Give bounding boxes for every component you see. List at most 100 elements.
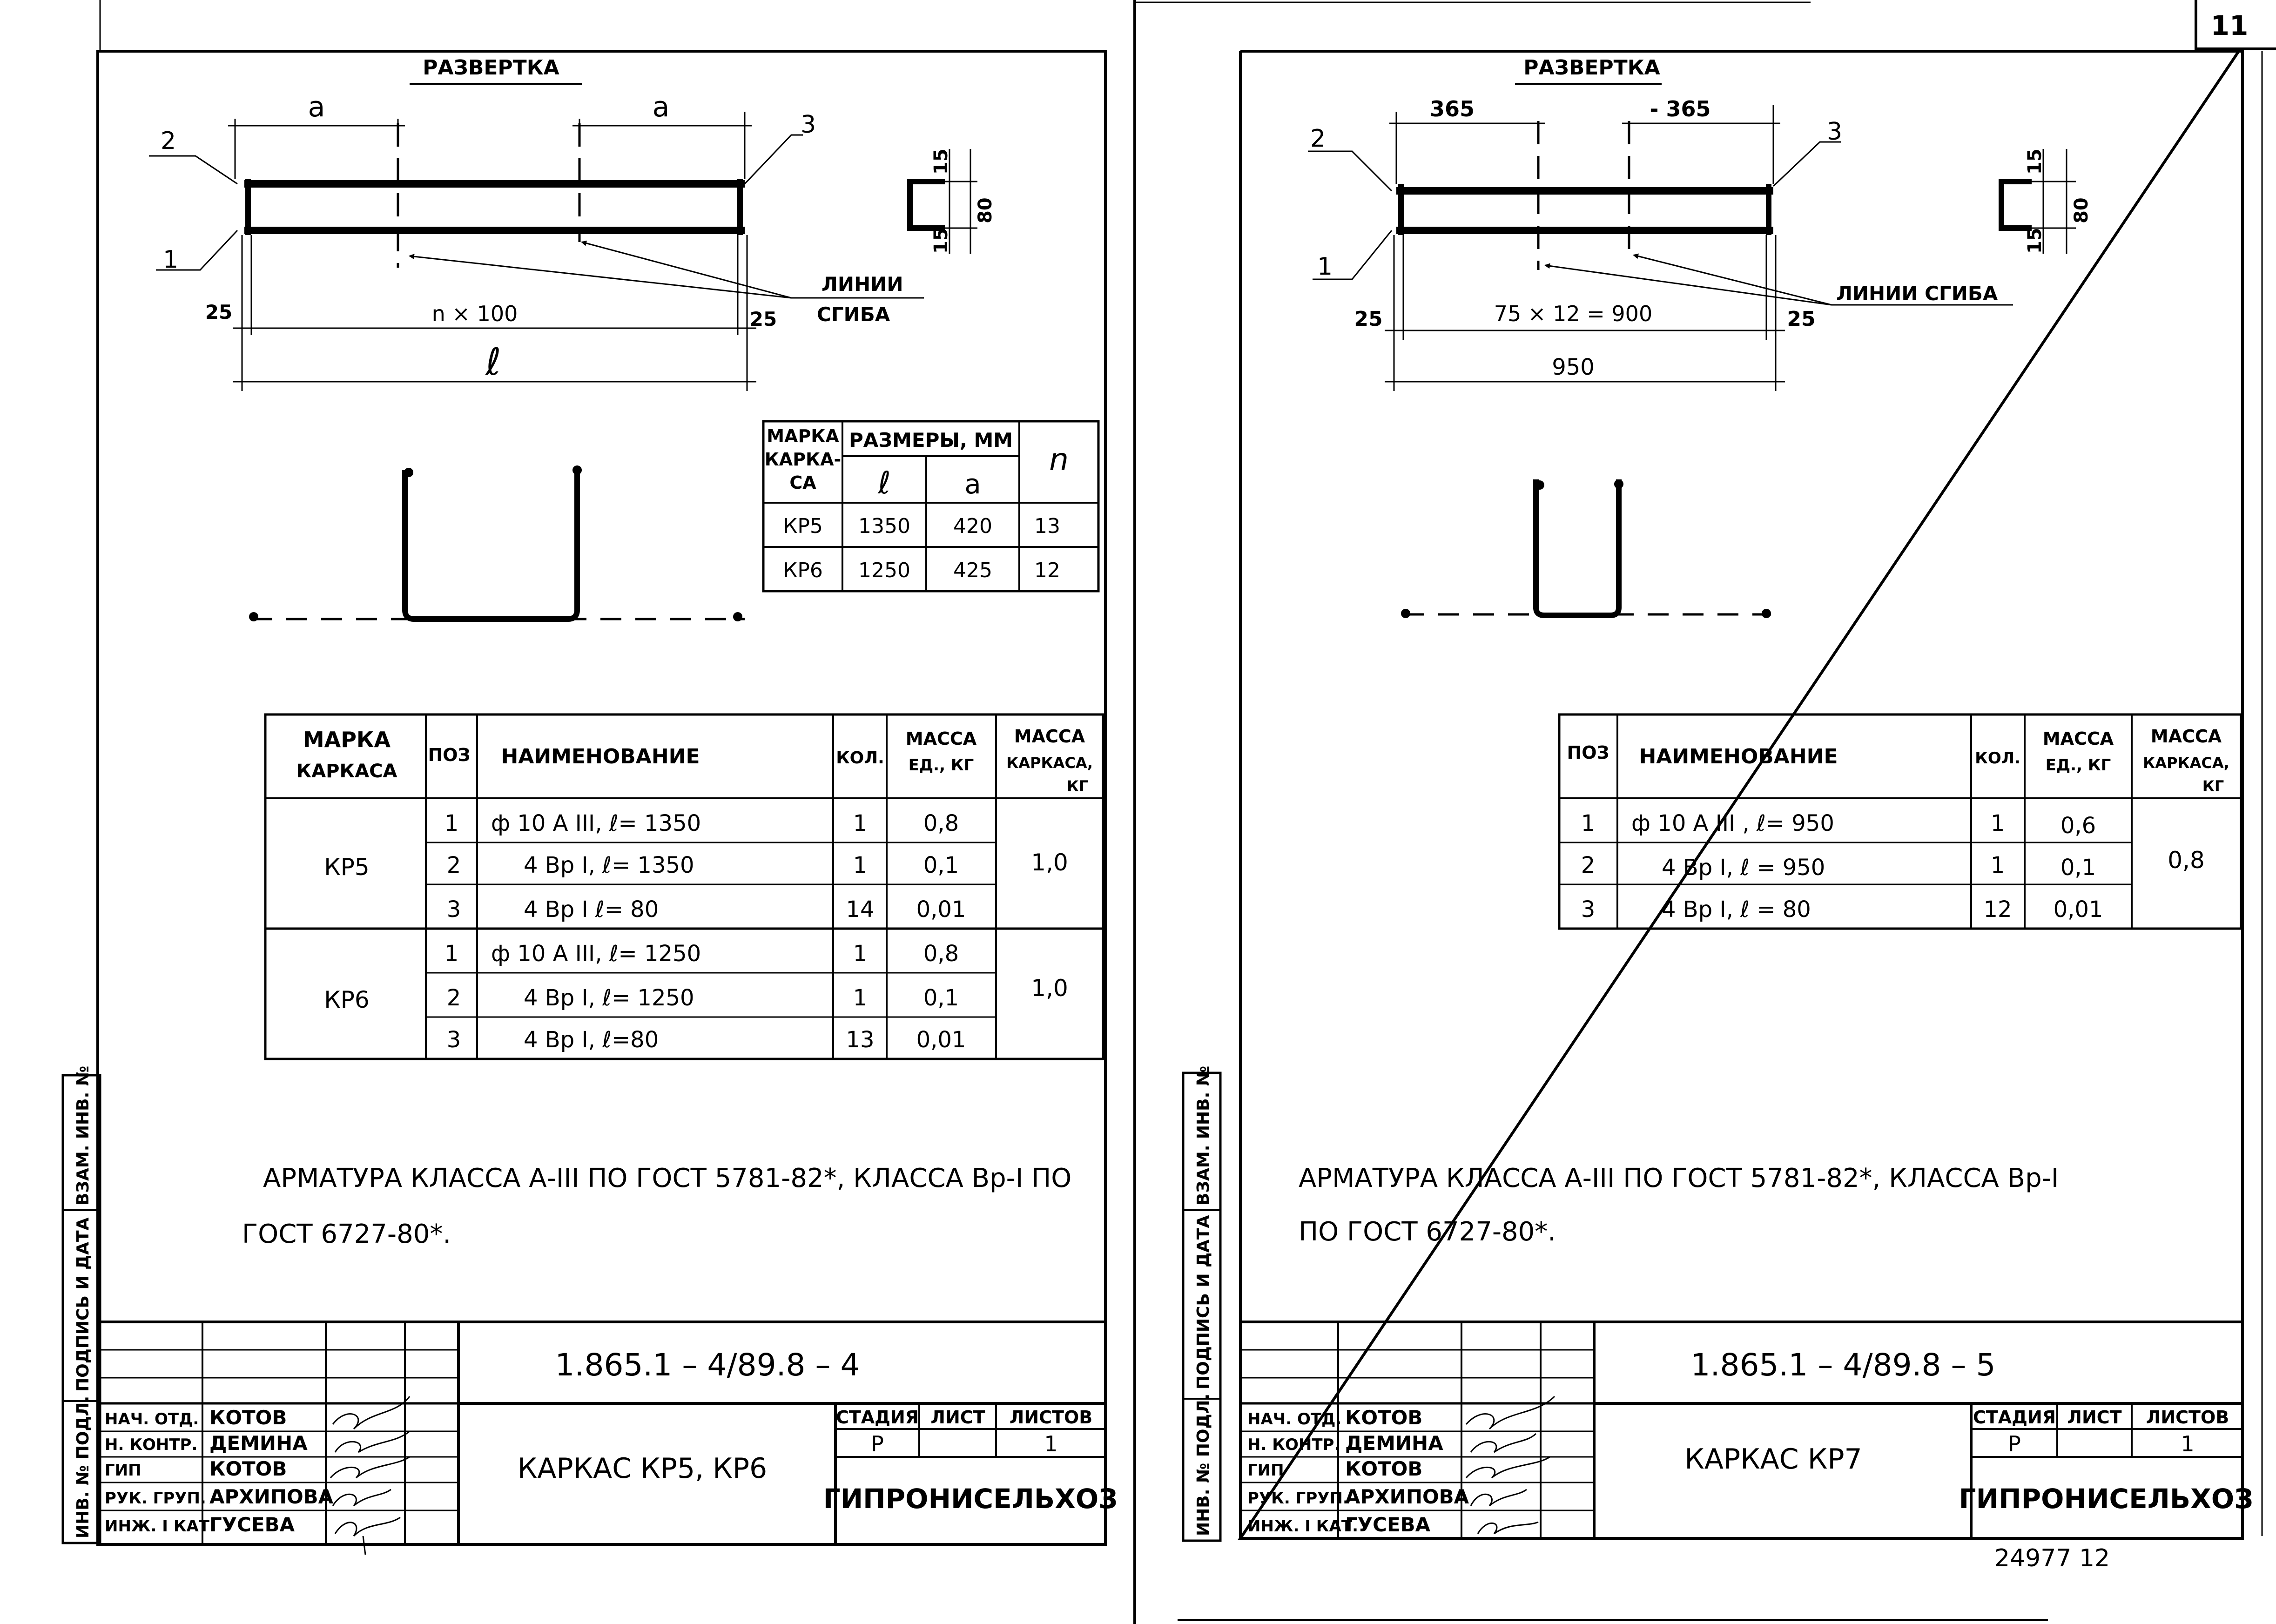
r-spec-r3-pos: 3 bbox=[1581, 896, 1596, 923]
left-role-2: Н. КОНТР. bbox=[105, 1435, 197, 1454]
signature-mark bbox=[1465, 1395, 1555, 1430]
right-dim-middle: 75 × 12 = 900 bbox=[1494, 301, 1652, 326]
right-dim-365-1: 365 bbox=[1430, 96, 1475, 121]
right-stage: Р bbox=[2008, 1431, 2021, 1456]
spec-g1-r2-name: 4 Вр I, ℓ= 1350 bbox=[524, 852, 694, 878]
right-sheets: 1 bbox=[2181, 1431, 2194, 1456]
left-dim-25-left: 25 bbox=[205, 301, 232, 323]
dims-h-mark-2: КАРКА- bbox=[765, 449, 842, 470]
signature-mark bbox=[1470, 1433, 1537, 1453]
right-bend-lines: ЛИНИИ СГИБА bbox=[1836, 282, 1998, 305]
left-bend-lines-2: СГИБА bbox=[817, 303, 890, 326]
left-dims-table: МАРКА КАРКА- СА РАЗМЕРЫ, ММ ℓ a n КР5 13… bbox=[762, 420, 1100, 593]
left-sheets-h: ЛИСТОВ bbox=[1010, 1407, 1092, 1428]
left-dim-total: ℓ bbox=[485, 340, 501, 384]
left-name-4: АРХИПОВА bbox=[209, 1485, 334, 1508]
spec-h-name: НАИМЕНОВАНИЕ bbox=[501, 745, 700, 768]
spec-g2-r2-name: 4 Вр I, ℓ= 1250 bbox=[524, 985, 694, 1011]
right-name-2: ДЕМИНА bbox=[1345, 1432, 1443, 1455]
left-role-4: РУК. ГРУП. bbox=[105, 1489, 206, 1508]
left-pos-2: 2 bbox=[161, 127, 176, 155]
r-spec-r2-name: 4 Вр I, ℓ = 950 bbox=[1662, 855, 1825, 881]
left-stage: Р bbox=[871, 1431, 884, 1456]
spec-h-pos: ПОЗ bbox=[428, 745, 470, 765]
right-razvertka: РАЗВЕРТКА bbox=[1523, 56, 1660, 80]
spec-g2-r3-mass: 0,01 bbox=[916, 1027, 966, 1053]
left-dim-middle: n × 100 bbox=[432, 301, 518, 326]
spec-h-mass-frame-2: КАРКАСА, bbox=[1006, 754, 1093, 772]
right-u-sketch bbox=[1401, 479, 1771, 618]
r-spec-r1-pos: 1 bbox=[1581, 810, 1596, 836]
right-name-3: КОТОВ bbox=[1345, 1457, 1422, 1480]
page-number: 11 bbox=[2211, 10, 2249, 41]
signature-mark bbox=[1477, 1521, 1539, 1535]
right-dim-total: 950 bbox=[1552, 354, 1595, 380]
left-pos-1: 1 bbox=[163, 246, 178, 274]
left-title: КАРКАС КР5, КР6 bbox=[518, 1452, 767, 1485]
spec-h-mass-frame-1: МАССА bbox=[1014, 726, 1085, 747]
spec-g1-r2-pos: 2 bbox=[447, 852, 461, 878]
spec-h-mass-frame-3: КГ bbox=[1067, 777, 1089, 795]
spec-g1-r3-qty: 14 bbox=[846, 896, 874, 923]
left-sheet: ВЗАМ. ИНВ. № ПОДПИСЬ И ДАТА ИНВ. № ПОДЛ.… bbox=[61, 50, 1118, 1555]
signature-mark bbox=[1465, 1456, 1550, 1479]
signature-mark bbox=[332, 1396, 411, 1430]
spec-g2-r3-name: 4 Вр I, ℓ=80 bbox=[524, 1027, 659, 1053]
left-sec-15-bot: 15 bbox=[930, 228, 952, 254]
right-note-line1: АРМАТУРА КЛАССА А-III ПО ГОСТ 5781-82*, … bbox=[1299, 1163, 2059, 1193]
left-name-2: ДЕМИНА bbox=[209, 1432, 308, 1455]
right-side-label-podpis: ПОДПИСЬ И ДАТА bbox=[1194, 1215, 1213, 1389]
left-pos-3: 3 bbox=[801, 111, 816, 139]
dims-row1-l: 1350 bbox=[858, 514, 910, 538]
left-name-5: ГУСЕВА bbox=[209, 1513, 295, 1536]
dims-h-n: n bbox=[1049, 442, 1069, 478]
right-role-2: Н. КОНТР. bbox=[1247, 1435, 1340, 1454]
right-side-label-vzam: ВЗАМ. ИНВ. № bbox=[1194, 1066, 1213, 1206]
archive-number: 24977 12 bbox=[1994, 1544, 2110, 1572]
r-spec-total: 0,8 bbox=[2168, 847, 2205, 874]
signature-mark bbox=[332, 1489, 391, 1507]
spec-g2-r2-pos: 2 bbox=[447, 985, 461, 1011]
dims-row2-n: 12 bbox=[1034, 559, 1060, 582]
spec-g2-r1-name: ф 10 А III, ℓ= 1250 bbox=[491, 941, 701, 967]
dims-h-l: ℓ bbox=[877, 465, 890, 501]
dims-row2-mark: КР6 bbox=[783, 559, 823, 582]
spec-h-mass-unit-2: ЕД., КГ bbox=[909, 756, 974, 775]
r-spec-r2-mass: 0,1 bbox=[2061, 855, 2096, 881]
left-doc-code: 1.865.1 – 4/89.8 – 4 bbox=[555, 1347, 860, 1383]
right-name-4: АРХИПОВА bbox=[1345, 1485, 1469, 1508]
right-sec-80: 80 bbox=[2071, 197, 2092, 223]
signature-mark bbox=[334, 1516, 401, 1555]
spec-g1-r1-qty: 1 bbox=[853, 810, 868, 836]
left-dim-a2: a bbox=[653, 91, 670, 123]
dims-row2-l: 1250 bbox=[858, 559, 910, 582]
left-sec-15-top: 15 bbox=[930, 148, 952, 175]
left-dim-25-right: 25 bbox=[750, 308, 777, 330]
left-role-3: ГИП bbox=[105, 1461, 141, 1480]
r-spec-r1-qty: 1 bbox=[1991, 810, 2005, 836]
left-dim-a1: a bbox=[308, 91, 325, 123]
right-role-5: ИНЖ. I КАТ. bbox=[1247, 1517, 1358, 1536]
right-dim-365-2: - 365 bbox=[1650, 96, 1710, 121]
right-development-drawing: РАЗВЕРТКА 365 - 365 2 3 1 ЛИНИИ СГИБА bbox=[1308, 56, 2092, 391]
spec-g1-r3-name: 4 Вр I ℓ= 80 bbox=[524, 896, 659, 923]
left-u-sketch bbox=[249, 465, 745, 622]
r-spec-h-mass-unit-2: ЕД., КГ bbox=[2046, 756, 2111, 775]
right-sec-15-bot: 15 bbox=[2024, 228, 2046, 254]
spec-h-mass-unit-1: МАССА bbox=[906, 728, 977, 749]
dims-h-mark-3: СА bbox=[789, 472, 816, 493]
dims-h-sizes: РАЗМЕРЫ, ММ bbox=[849, 429, 1013, 451]
dims-row1-a: 420 bbox=[953, 514, 992, 538]
right-sheet: ВЗАМ. ИНВ. № ПОДПИСЬ И ДАТА ИНВ. № ПОДЛ.… bbox=[1182, 49, 2263, 1572]
spec-g1-r3-pos: 3 bbox=[447, 896, 461, 923]
dims-row1-mark: КР5 bbox=[783, 514, 823, 538]
r-spec-h-mass-frame-3: КГ bbox=[2202, 777, 2224, 795]
left-stage-h: СТАДИЯ bbox=[836, 1407, 919, 1428]
right-dim-25-left: 25 bbox=[1354, 307, 1382, 331]
signature-mark bbox=[334, 1430, 410, 1453]
right-sheet-h: ЛИСТ bbox=[2067, 1407, 2121, 1428]
signature-mark bbox=[330, 1456, 410, 1479]
left-note-line2: ГОСТ 6727-80*. bbox=[242, 1219, 451, 1249]
left-sheet-h: ЛИСТ bbox=[930, 1407, 985, 1428]
dims-row2-a: 425 bbox=[953, 559, 992, 582]
